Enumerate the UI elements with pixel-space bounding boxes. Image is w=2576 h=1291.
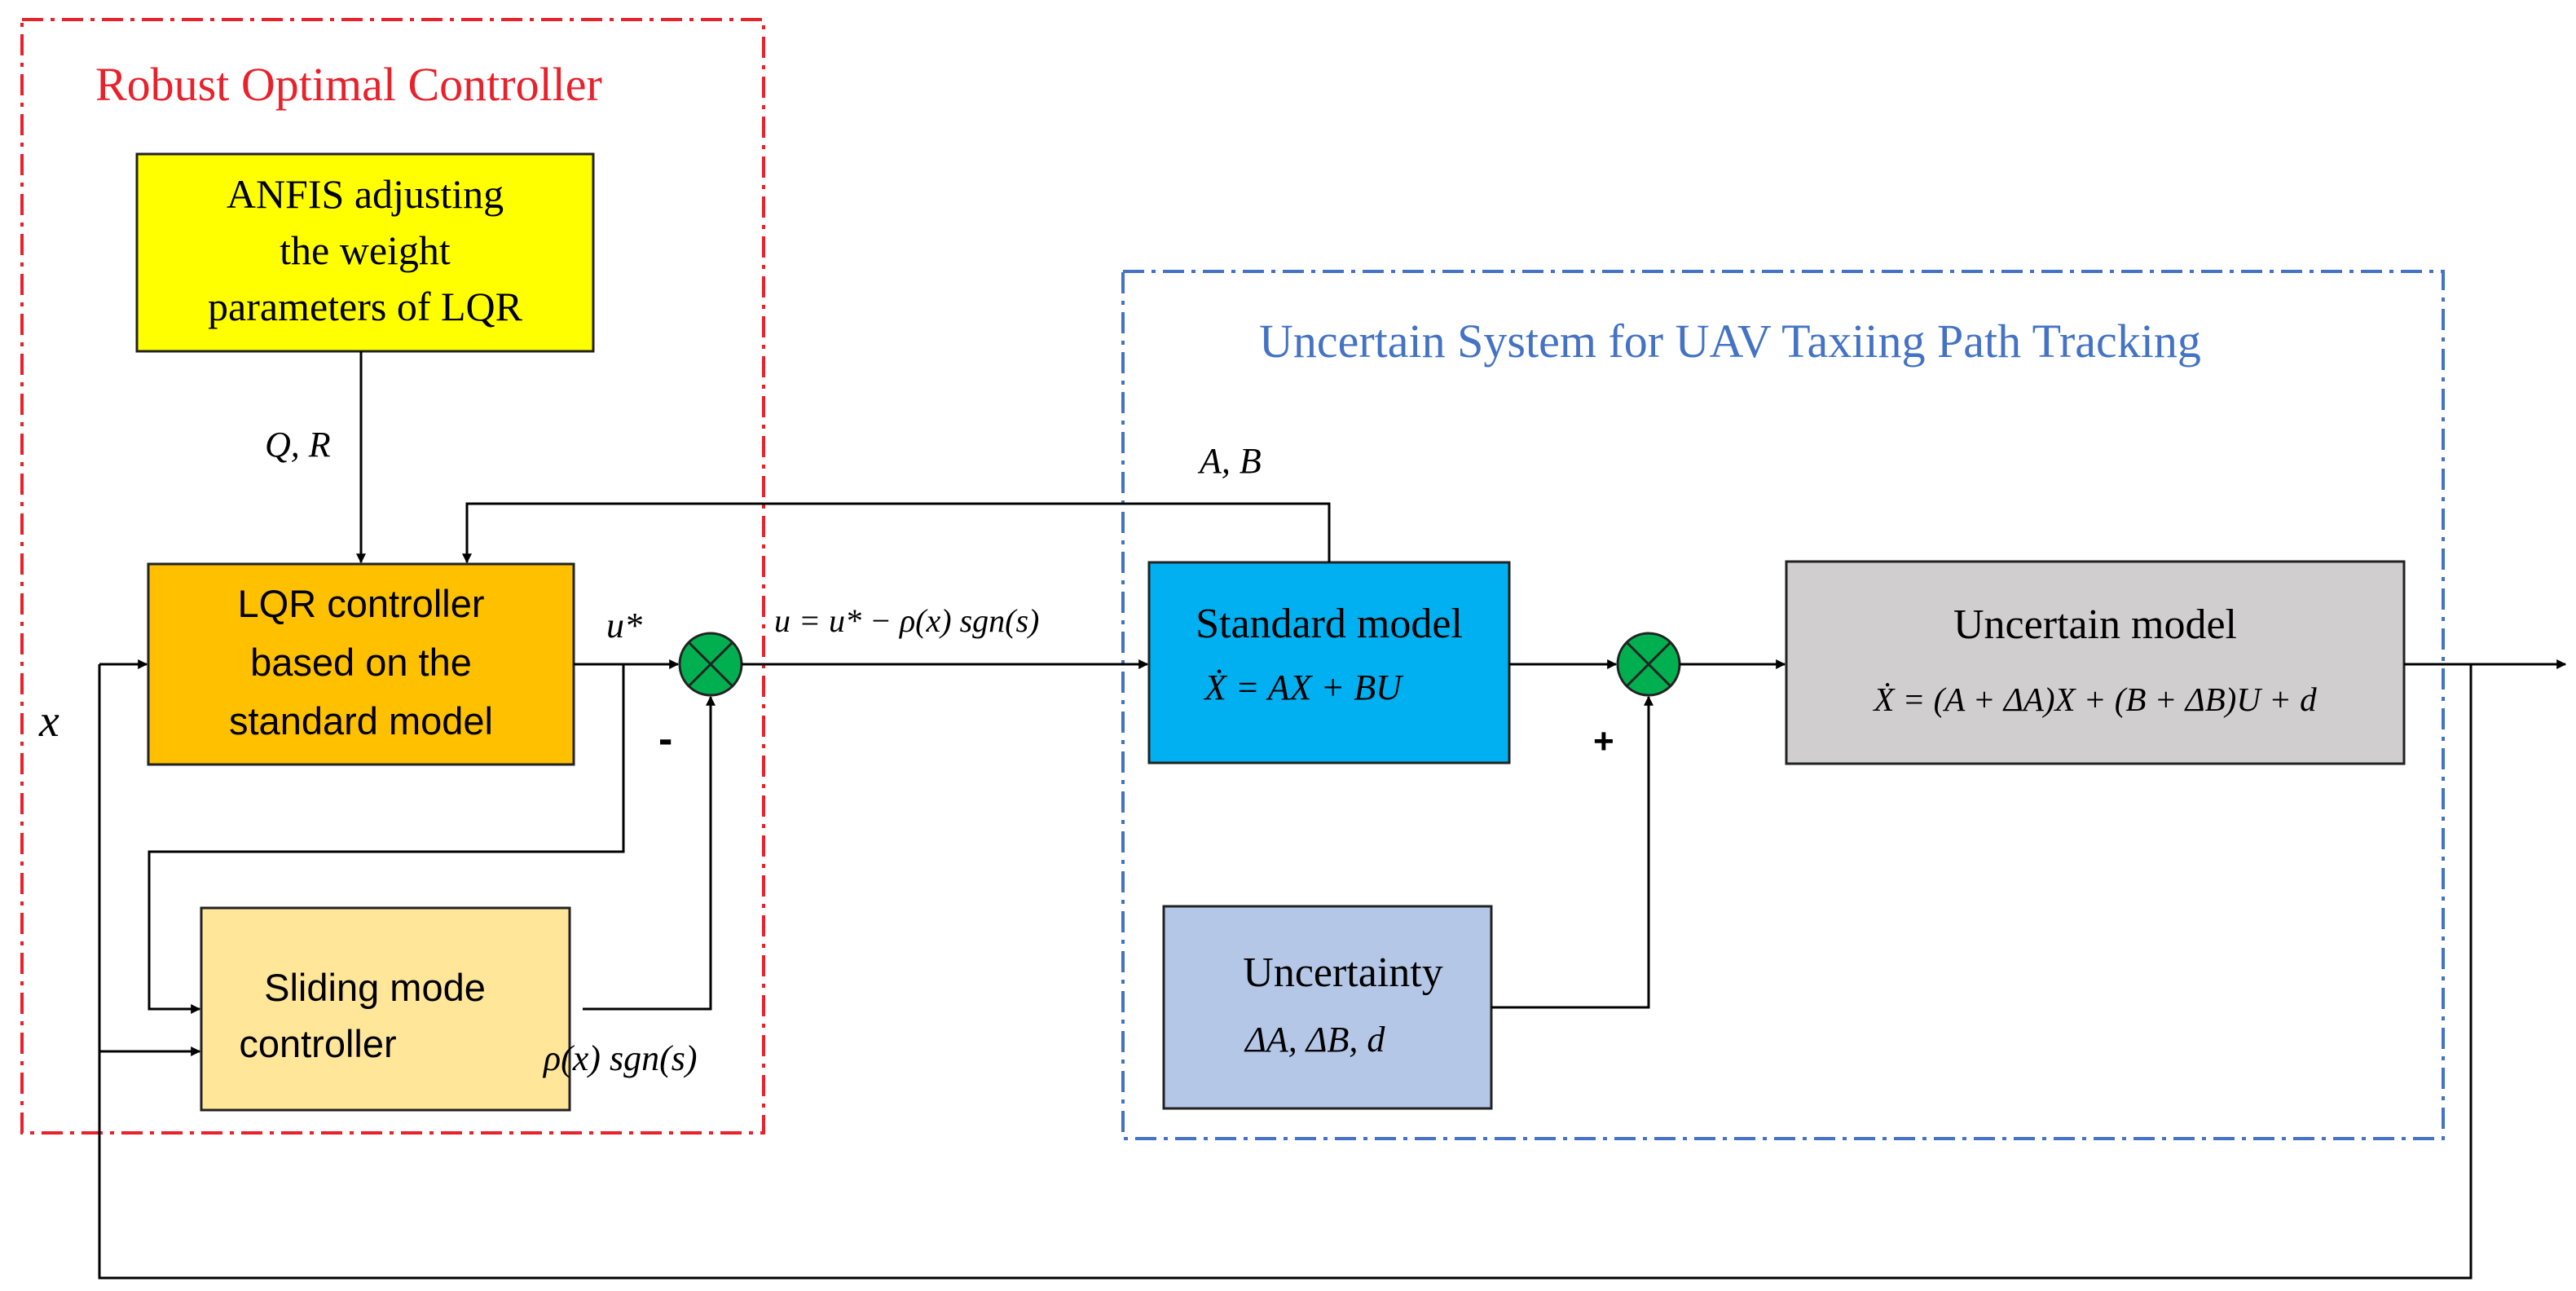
- uncertainty-symbols: ΔA, ΔB, d: [1244, 1020, 1385, 1060]
- arrow-ab-to-lqr: [462, 502, 1331, 564]
- lqr-label-line2: based on the: [250, 641, 472, 684]
- arrow-uncertainty-to-sum2: [1491, 695, 1653, 1009]
- uncertain-model-title: Uncertain model: [1953, 601, 2237, 648]
- arrow-smc-to-sum1: [583, 695, 716, 1011]
- uncertainty-title: Uncertainty: [1243, 950, 1442, 996]
- anfis-label-line3: parameters of LQR: [208, 284, 523, 329]
- standard-model-block: [1147, 561, 1511, 764]
- standard-model-title: Standard model: [1196, 601, 1463, 647]
- signal-state-x: x: [38, 696, 59, 747]
- signal-ab: A, B: [1197, 441, 1262, 481]
- smc-block: [200, 906, 571, 1112]
- system-group-border: [1121, 270, 2445, 1140]
- lqr-label-line3: standard model: [229, 699, 493, 742]
- uncertainty-block: [1162, 905, 1493, 1110]
- summing-junction-controller: [678, 632, 743, 697]
- summing-junction-plant: [1616, 632, 1681, 697]
- signal-qr: Q, R: [265, 425, 331, 465]
- smc-label-line2: controller: [239, 1022, 396, 1065]
- lqr-block: [147, 562, 575, 766]
- sum2-plus-sign: +: [1593, 721, 1614, 761]
- signal-control-law: u = u* − ρ(x) sgn(s): [774, 602, 1039, 639]
- system-group-title: Uncertain System for UAV Taxiing Path Tr…: [1259, 315, 2201, 368]
- signal-smc-output: ρ(x) sgn(s): [542, 1038, 698, 1078]
- controller-group-title: Robust Optimal Controller: [95, 58, 602, 111]
- uncertain-model-block: [1785, 560, 2406, 765]
- lqr-label-line1: LQR controller: [238, 582, 485, 625]
- standard-model-equation: Ẋ = AX + BU: [1203, 668, 1404, 707]
- anfis-label-line1: ANFIS adjusting: [227, 171, 504, 217]
- sum1-minus-sign: -: [658, 716, 672, 763]
- arrow-ustar-to-smc: [148, 664, 625, 1014]
- uncertain-model-equation: Ẋ = (A + ΔA)X + (B + ΔB)U + d: [1872, 681, 2317, 718]
- state-feedback-line: [98, 664, 2473, 1280]
- anfis-block: [135, 152, 595, 353]
- signal-ustar: u*: [606, 606, 642, 646]
- smc-label-line1: Sliding mode: [264, 966, 486, 1009]
- controller-group-border: [20, 18, 765, 1135]
- anfis-label-line2: the weight: [280, 227, 451, 273]
